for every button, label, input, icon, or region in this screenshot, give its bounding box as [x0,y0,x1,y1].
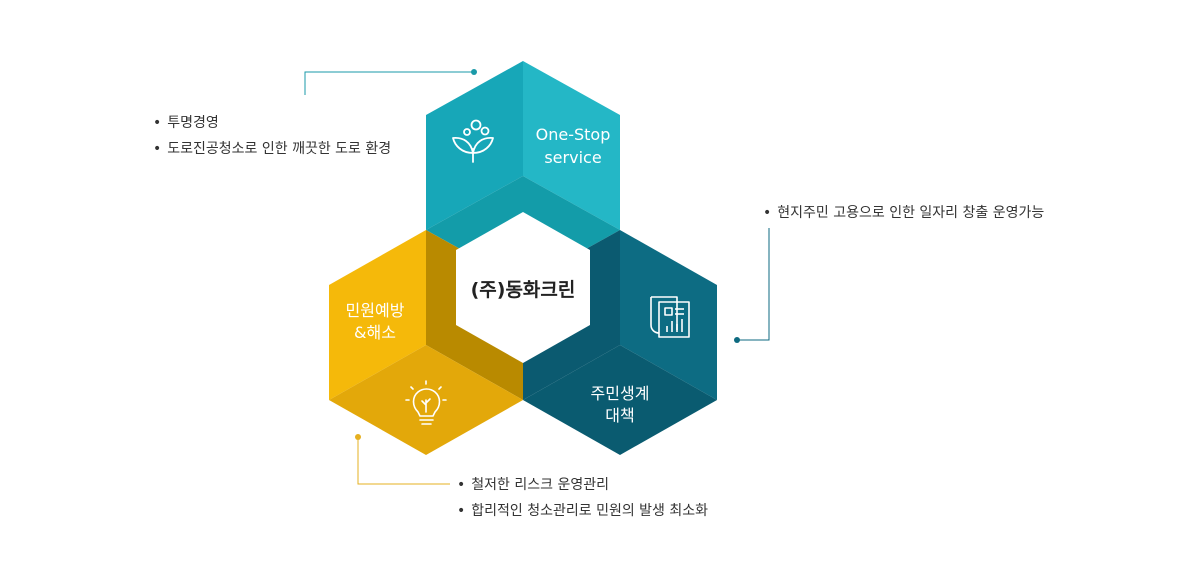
callout-bottom: 철저한 리스크 운영관리 합리적인 청소관리로 민원의 발생 최소화 [457,472,708,524]
hex-complaint-label-line2: &해소 [354,323,396,342]
callout-item: 도로진공청소로 인한 깨끗한 도로 환경 [153,136,391,162]
callout-item: 철저한 리스크 운영관리 [457,472,708,498]
callout-right: 현지주민 고용으로 인한 일자리 창출 운영가능 [763,200,1044,226]
hex-one-stop-label-line2: service [544,148,601,167]
connector-top-left [304,69,477,95]
callout-top-left: 투명경영 도로진공청소로 인한 깨끗한 도로 환경 [153,110,391,162]
callout-item: 합리적인 청소관리로 민원의 발생 최소화 [457,498,708,524]
hex-livelihood-label-line1: 주민생계 [591,384,650,403]
center-hex [456,212,590,363]
connector-right [734,228,770,343]
document-chart-icon [650,296,690,338]
connector-bottom [355,434,450,485]
plant-icon [452,119,494,163]
hex-livelihood-label-line2: 대책 [605,406,634,425]
lightbulb-icon [405,380,447,425]
callout-item: 현지주민 고용으로 인한 일자리 창출 운영가능 [763,200,1044,226]
center-label: (주)동화크린 [471,279,576,301]
callout-item: 투명경영 [153,110,391,136]
hex-one-stop-label-line1: One-Stop [536,125,611,144]
hex-complaint-label-line1: 민원예방 [346,301,405,320]
